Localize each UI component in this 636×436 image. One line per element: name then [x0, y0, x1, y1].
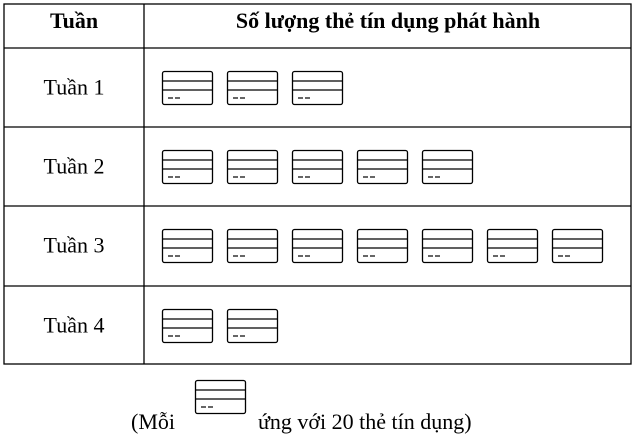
credit-card-icon	[356, 149, 409, 185]
row-label: Tuần 3	[44, 233, 105, 258]
credit-card-icon	[161, 308, 214, 344]
legend-credit-card-icon	[194, 379, 247, 415]
header-week: Tuần	[50, 8, 98, 33]
credit-card-icon	[226, 149, 279, 185]
credit-card-icon	[551, 228, 604, 264]
credit-card-icon	[421, 228, 474, 264]
credit-card-icon	[226, 70, 279, 106]
row-label: Tuần 2	[44, 154, 105, 179]
credit-card-icon	[161, 70, 214, 106]
credit-card-icon	[356, 228, 409, 264]
legend: (Mỗi ứng với 20 thẻ tín dụng)	[131, 379, 472, 434]
header-card-count: Số lượng thẻ tín dụng phát hành	[236, 8, 540, 33]
table-rows: Tuần 1 Tuần 2 Tuần 3 Tuần 4	[44, 70, 604, 344]
credit-card-icon	[486, 228, 539, 264]
legend-prefix: (Mỗi	[131, 409, 175, 434]
credit-card-icon	[421, 149, 474, 185]
credit-card-icon	[161, 149, 214, 185]
row-label: Tuần 1	[44, 75, 105, 100]
row-label: Tuần 4	[44, 313, 105, 338]
credit-card-icon	[226, 308, 279, 344]
credit-card-icon	[291, 228, 344, 264]
credit-card-icon	[291, 70, 344, 106]
credit-card-icon	[226, 228, 279, 264]
credit-card-icon	[161, 228, 214, 264]
credit-card-icon	[291, 149, 344, 185]
table-grid	[3, 3, 632, 365]
legend-suffix: ứng với 20 thẻ tín dụng)	[258, 409, 472, 434]
